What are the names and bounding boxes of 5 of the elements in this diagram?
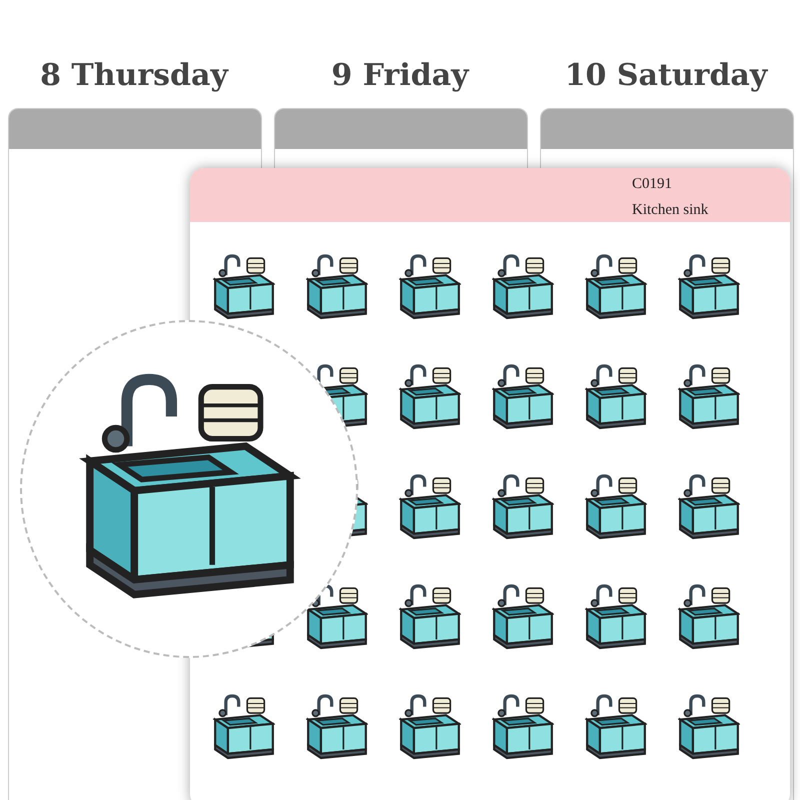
day-heading: 10 Saturday [564,58,769,93]
day-heading: 8 Thursday [39,58,230,93]
sheet-title: Kitchen sink [632,202,708,219]
day-heading: 9 Friday [330,58,470,93]
product-code: C0191 [632,176,672,193]
